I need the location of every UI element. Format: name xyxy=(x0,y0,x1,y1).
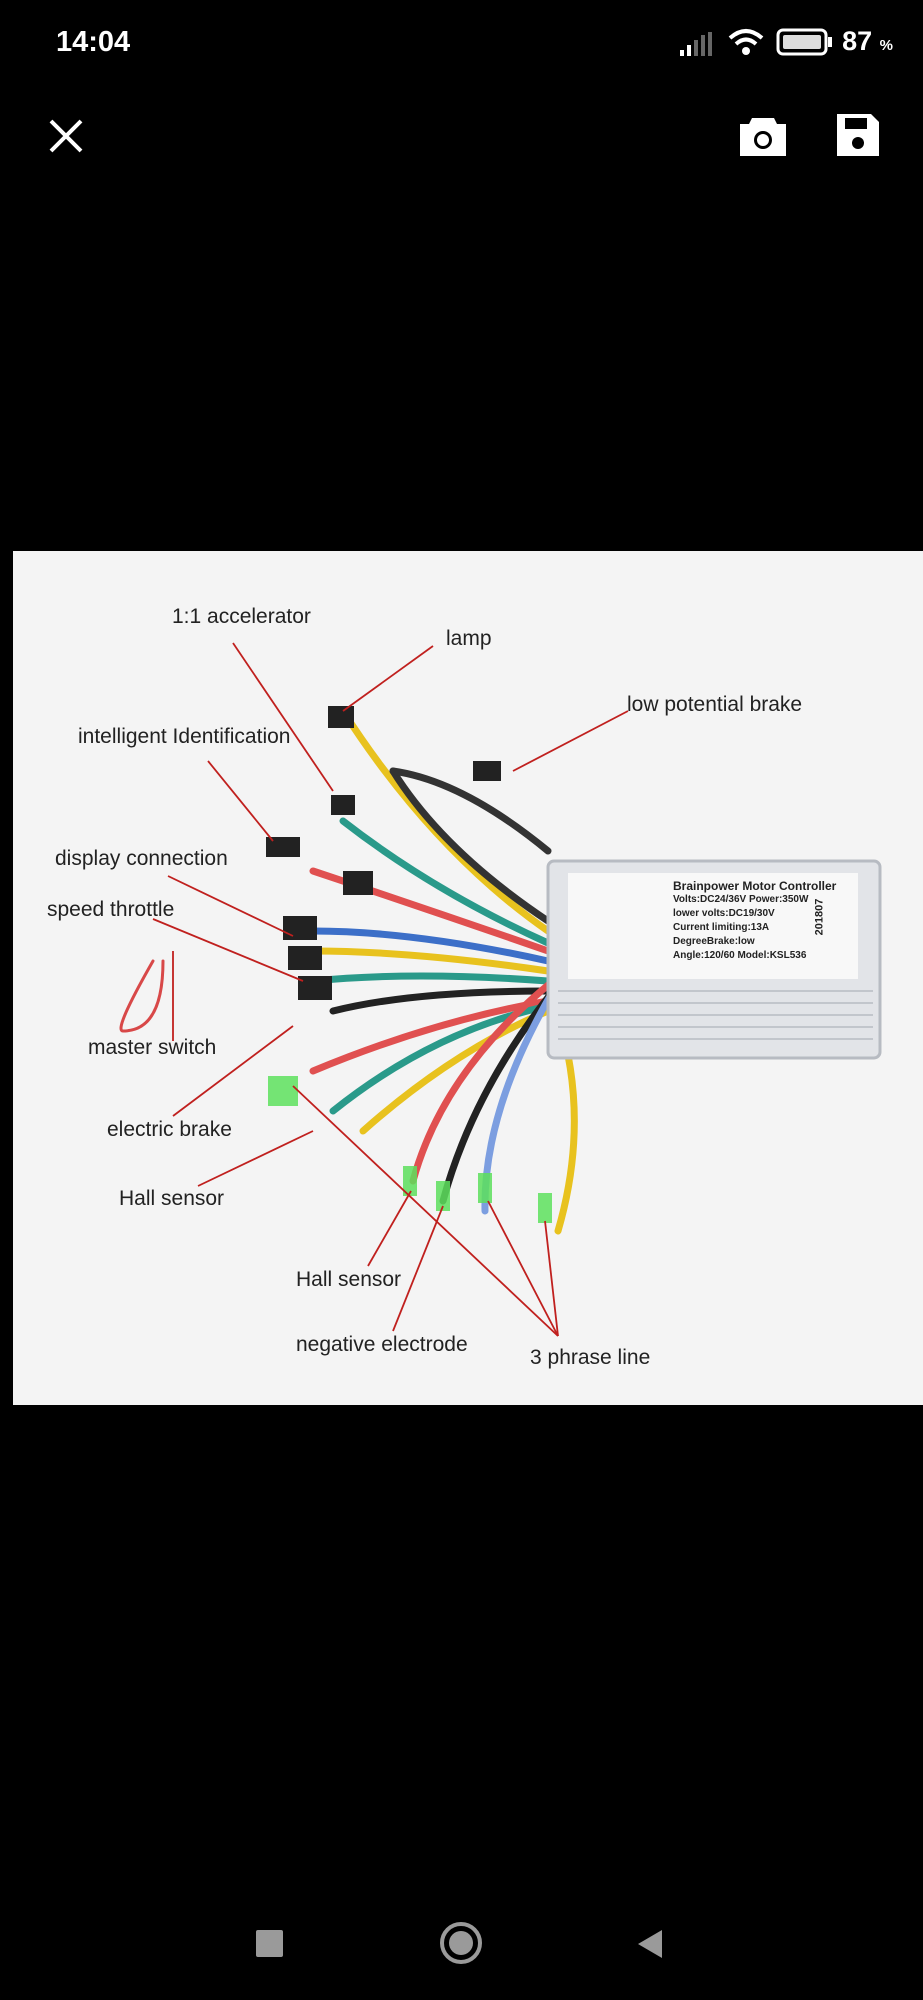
battery-icon xyxy=(776,28,832,56)
recents-button[interactable] xyxy=(256,1930,283,1957)
navigation-bar xyxy=(0,1880,923,2000)
label-lamp: lamp xyxy=(446,627,492,650)
controller-spec: DegreeBrake:low xyxy=(673,936,755,947)
serial-number: 201807 xyxy=(813,898,826,936)
home-button[interactable] xyxy=(440,1922,482,1964)
controller-spec: Current limiting:13A xyxy=(673,922,770,933)
controller-title: Brainpower Motor Controller xyxy=(673,879,837,893)
camera-icon[interactable] xyxy=(738,112,788,158)
controller-spec: Volts:DC24/36V Power:350W xyxy=(673,894,809,905)
label-intelligent-identification: intelligent Identification xyxy=(78,725,291,748)
close-icon[interactable] xyxy=(48,118,84,154)
clock: 14:04 xyxy=(56,26,131,58)
label-display-connection: display connection xyxy=(55,847,228,870)
label-low-potential-brake: low potential brake xyxy=(627,693,803,716)
controller-label: Brainpower Motor Controller Volts:DC24/3… xyxy=(673,879,836,963)
wiring-diagram-image[interactable]: Brainpower Motor Controller Volts:DC24/3… xyxy=(13,551,923,1405)
label-accelerator: 1:1 accelerator xyxy=(172,605,311,628)
back-button[interactable] xyxy=(636,1928,664,1960)
wifi-icon xyxy=(728,29,764,55)
battery-percent: 87 % xyxy=(842,26,893,56)
label-speed-throttle: speed throttle xyxy=(47,898,175,921)
label-phase-line: 3 phrase line xyxy=(530,1346,651,1369)
label-hall-sensor-2: Hall sensor xyxy=(296,1268,402,1291)
label-negative-electrode: negative electrode xyxy=(296,1333,468,1356)
save-icon[interactable] xyxy=(835,112,881,158)
controller-spec: Angle:120/60 Model:KSL536 xyxy=(673,950,807,961)
status-bar: 14:04 87 % xyxy=(0,0,923,85)
controller-diagram xyxy=(119,642,882,1337)
label-master-switch: master switch xyxy=(88,1036,217,1059)
label-hall-sensor: Hall sensor xyxy=(119,1187,225,1210)
signal-icon xyxy=(680,32,712,56)
controller-spec: lower volts:DC19/30V xyxy=(673,908,775,919)
label-electric-brake: electric brake xyxy=(107,1118,232,1141)
